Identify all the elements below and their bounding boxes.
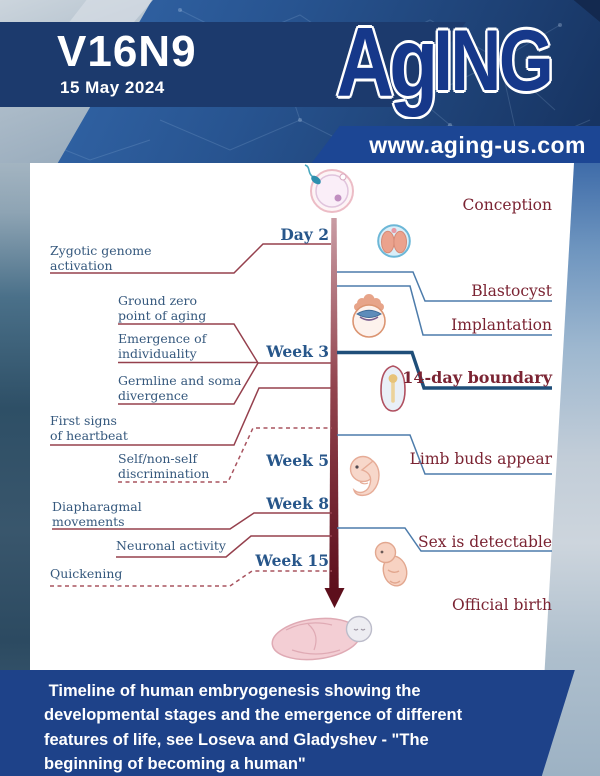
logo-text-ag: Ag	[336, 7, 438, 117]
event-limb-buds-appear: Limb buds appear	[409, 450, 552, 468]
event-official-birth: Official birth	[452, 596, 552, 614]
website-url[interactable]: www.aging-us.com	[369, 132, 586, 158]
event-zygotic-genome-activation: Zygotic genome activation	[50, 243, 152, 273]
event-quickening: Quickening	[50, 566, 123, 581]
event-14-day-boundary: 14-day boundary	[402, 368, 552, 387]
event-implantation: Implantation	[451, 316, 552, 334]
caption-banner: Timeline of human embryogenesis showing …	[0, 670, 575, 776]
week5-embryo-illustration	[349, 455, 380, 497]
marker-week-3: Week 3	[266, 342, 329, 361]
marker-week-15: Week 15	[255, 551, 329, 570]
marker-day-2: Day 2	[280, 225, 329, 244]
issue-banner	[0, 22, 466, 107]
issue-date: 15 May 2024	[60, 78, 165, 97]
two-cell-embryo-illustration	[377, 224, 411, 258]
event-emergence-of-individuality: Emergence of individuality	[118, 331, 207, 361]
fertilization-illustration	[304, 164, 354, 213]
event-self-non-self-discrimination: Self/non-self discrimination	[118, 451, 210, 481]
event-conception: Conception	[462, 196, 552, 214]
event-diaphragmal-movements: Diapharagmal movements	[52, 499, 142, 529]
marker-week-5: Week 5	[266, 451, 329, 470]
event-germline-soma-divergence: Germline and soma divergence	[118, 373, 242, 403]
fourteen-day-embryo-illustration	[380, 365, 406, 412]
website-banner: www.aging-us.com	[311, 126, 600, 163]
event-first-signs-of-heartbeat: First signs of heartbeat	[50, 413, 128, 443]
event-ground-zero-point-of-aging: Ground zero point of aging	[118, 293, 207, 323]
aging-journal-logo: AgING	[336, 13, 554, 119]
newborn-baby-illustration	[271, 615, 373, 661]
corner-accent-shape-light	[69, 0, 153, 22]
week15-fetus-illustration	[374, 541, 408, 587]
volume-issue-label: V16N9	[57, 27, 197, 76]
header-banner: V16N9 15 May 2024 AgING www.aging-us.com	[0, 0, 600, 163]
event-neuronal-activity: Neuronal activity	[116, 538, 226, 553]
marker-week-8: Week 8	[266, 494, 329, 513]
cover-caption: Timeline of human embryogenesis showing …	[44, 682, 467, 774]
implantation-illustration	[352, 294, 386, 338]
logo-text-ing: ING	[433, 13, 553, 109]
event-blastocyst: Blastocyst	[471, 282, 552, 300]
event-sex-is-detectable: Sex is detectable	[418, 533, 552, 551]
